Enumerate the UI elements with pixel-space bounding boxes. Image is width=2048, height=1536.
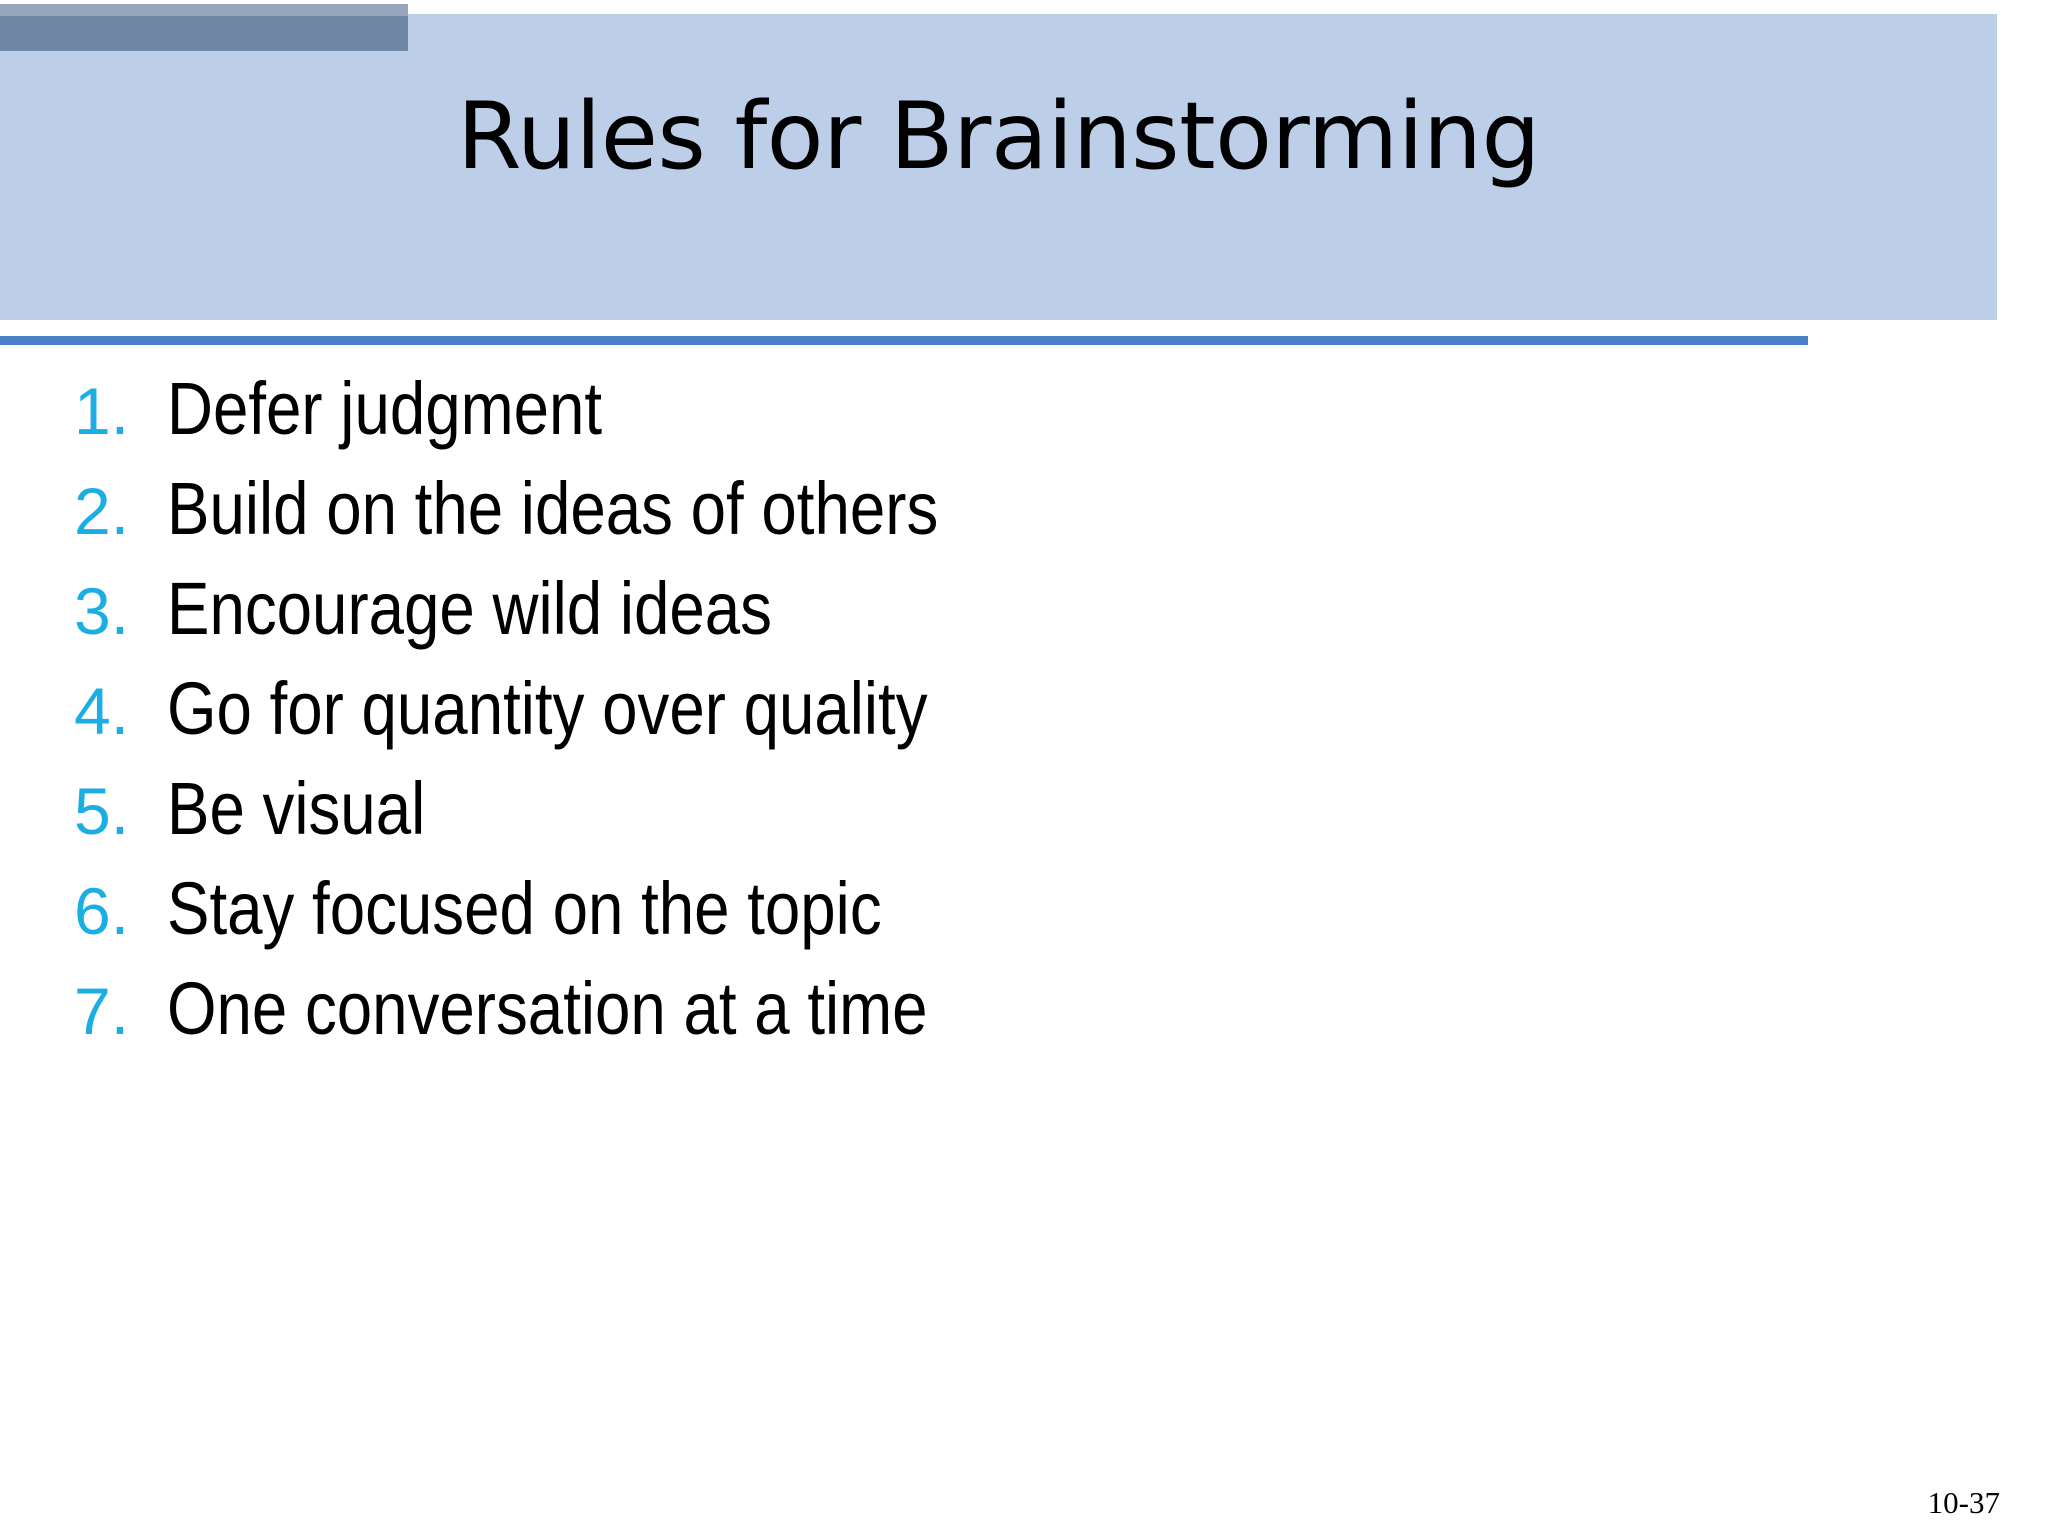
- list-item: 3. Encourage wild ideas: [62, 572, 1922, 672]
- list-item-number: 5.: [74, 774, 130, 848]
- slide-page-number: 10-37: [1927, 1485, 2000, 1520]
- list-item-label: Be visual: [167, 767, 426, 850]
- list-item-label: Defer judgment: [167, 367, 603, 450]
- page-title: Rules for Brainstorming: [456, 82, 1541, 190]
- list-item-label: Build on the ideas of others: [167, 467, 939, 550]
- list-item-number: 2.: [74, 474, 130, 548]
- list-item-label: Go for quantity over quality: [167, 667, 928, 750]
- list-item-label: Stay focused on the topic: [167, 867, 882, 950]
- list-item-number: 4.: [74, 674, 130, 748]
- list-item: 7. One conversation at a time: [62, 972, 1922, 1072]
- list-item-number: 1.: [74, 374, 130, 448]
- list-item: 2. Build on the ideas of others: [62, 472, 1922, 572]
- list-item-label: Encourage wild ideas: [167, 567, 772, 650]
- list-item-number: 3.: [74, 574, 130, 648]
- title-background-band: [0, 14, 1997, 320]
- header-accent-strip-light: [0, 4, 408, 16]
- list-item-number: 7.: [74, 974, 130, 1048]
- list-item-number: 6.: [74, 874, 130, 948]
- list-item-label: One conversation at a time: [167, 967, 928, 1050]
- brainstorming-rules-list: 1. Defer judgment 2. Build on the ideas …: [62, 372, 1922, 1072]
- header-accent-bar-dark: [0, 16, 408, 51]
- list-item: 4. Go for quantity over quality: [62, 672, 1922, 772]
- title-underline-rule: [0, 336, 1808, 345]
- list-item: 1. Defer judgment: [62, 372, 1922, 472]
- list-item: 6. Stay focused on the topic: [62, 872, 1922, 972]
- list-item: 5. Be visual: [62, 772, 1922, 872]
